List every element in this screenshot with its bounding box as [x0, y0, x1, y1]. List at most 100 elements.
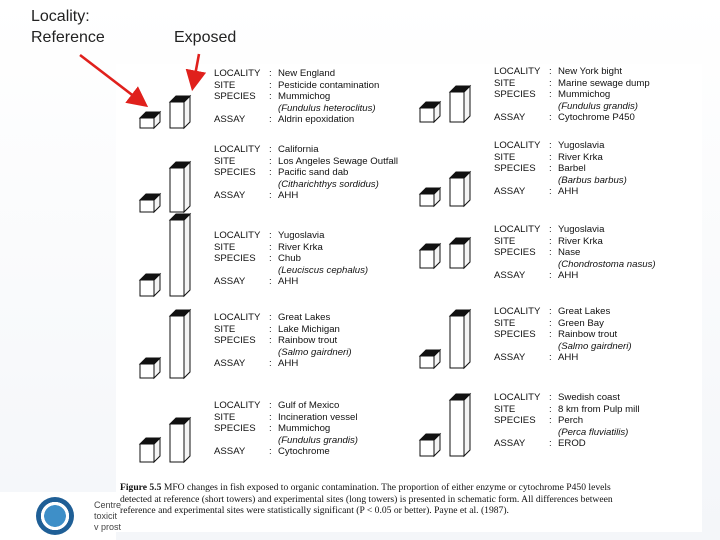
- colon: :: [549, 151, 552, 163]
- species-label: SPECIES: [494, 163, 536, 175]
- locality-label: LOCALITY: [214, 312, 261, 323]
- species-row: SPECIES:Rainbow trout: [214, 335, 352, 347]
- species-row: SPECIES:Nase: [494, 247, 656, 259]
- caption-line-1: MFO changes in fish exposed to organic c…: [163, 482, 611, 493]
- scientific-name: (Barbus barbus): [558, 174, 627, 186]
- site-value: Lake Michigan: [278, 323, 340, 335]
- reference-tower: [418, 186, 442, 208]
- locality-row: LOCALITY:Swedish coast: [494, 392, 640, 404]
- species-value: Mummichog: [278, 91, 331, 103]
- colon: :: [269, 411, 272, 423]
- species-value: Barbel: [558, 163, 586, 175]
- locality-value: Yugoslavia: [558, 140, 605, 151]
- locality-value: Swedish coast: [558, 392, 620, 403]
- colon: :: [269, 400, 272, 411]
- site-label: SITE: [214, 323, 236, 335]
- assay-value: Cytochrome P450: [558, 112, 635, 124]
- site-row: SITE:River Krka: [494, 236, 656, 248]
- species-label: SPECIES: [494, 415, 536, 427]
- assay-row: ASSAY:AHH: [214, 358, 352, 370]
- assay-label: ASSAY: [214, 276, 246, 288]
- reference-tower: [418, 242, 442, 270]
- figure-caption: Figure 5.5 MFO changes in fish exposed t…: [120, 482, 700, 517]
- assay-row: ASSAY:AHH: [214, 190, 398, 202]
- colon: :: [549, 66, 552, 77]
- locality-row: LOCALITY:New England: [214, 68, 379, 80]
- assay-label: ASSAY: [214, 190, 246, 202]
- colon: :: [269, 358, 272, 370]
- scientific-name: (Chondrostoma nasus): [558, 258, 656, 270]
- locality-value: Yugoslavia: [558, 224, 605, 235]
- locality-value: California: [278, 144, 319, 155]
- site-label: SITE: [494, 235, 516, 247]
- species-row: SPECIES:Perch: [494, 415, 640, 427]
- colon: :: [549, 352, 552, 364]
- site-label: SITE: [214, 241, 236, 253]
- assay-row: ASSAY:Aldrin epoxidation: [214, 114, 379, 126]
- colon: :: [549, 415, 552, 427]
- site-value: Green Bay: [558, 317, 604, 329]
- site-label: SITE: [214, 411, 236, 423]
- species-row: SPECIES:Rainbow trout: [494, 329, 632, 341]
- caption-line-2: detected at reference (short towers) and…: [120, 493, 613, 505]
- assay-row: ASSAY:AHH: [494, 270, 656, 282]
- assay-label: ASSAY: [494, 186, 526, 198]
- colon: :: [269, 241, 272, 253]
- footer-text-1: Centre: [94, 500, 122, 510]
- footer-text-3: v prost: [94, 522, 122, 532]
- exposed-tower: [168, 94, 192, 130]
- locality-label: LOCALITY: [214, 144, 261, 155]
- assay-row: ASSAY:AHH: [494, 352, 632, 364]
- caption-label: Figure 5.5: [120, 482, 162, 493]
- exposed-tower: [448, 308, 472, 370]
- site-row: SITE:Lake Michigan: [214, 324, 352, 336]
- site-label: SITE: [494, 317, 516, 329]
- assay-row: ASSAY:Cytochrome: [214, 446, 358, 458]
- site-label: SITE: [494, 151, 516, 163]
- reference-tower: [418, 100, 442, 124]
- locality-value: Great Lakes: [278, 312, 331, 323]
- locality-value: Yugoslavia: [278, 230, 325, 241]
- locality-label: LOCALITY: [494, 224, 541, 235]
- site-label: SITE: [214, 155, 236, 167]
- species-value: Rainbow trout: [278, 335, 338, 347]
- colon: :: [549, 317, 552, 329]
- colon: :: [269, 91, 272, 103]
- colon: :: [269, 253, 272, 265]
- assay-label: ASSAY: [494, 352, 526, 364]
- locality-label: LOCALITY: [214, 230, 261, 241]
- species-row: SPECIES:Mummichog: [214, 91, 379, 103]
- assay-row: ASSAY:Cytochrome P450: [494, 112, 650, 124]
- colon: :: [269, 276, 272, 288]
- towers-layer: [138, 84, 472, 464]
- site-value: River Krka: [278, 241, 323, 253]
- species-label: SPECIES: [494, 247, 536, 259]
- species-value: Pacific sand dab: [278, 167, 349, 179]
- exposed-tower: [168, 160, 192, 214]
- reference-tower: [138, 110, 162, 130]
- assay-row: ASSAY:EROD: [494, 438, 640, 450]
- locality-value: Gulf of Mexico: [278, 400, 340, 411]
- colon: :: [549, 306, 552, 317]
- site-value: Pesticide contamination: [278, 79, 380, 91]
- scientific-name: (Salmo gairdneri): [558, 340, 632, 352]
- species-row: SPECIES:Chub: [214, 253, 368, 265]
- site-value: Incineration vessel: [278, 411, 358, 423]
- assay-value: AHH: [278, 190, 299, 202]
- assay-value: Aldrin epoxidation: [278, 114, 355, 126]
- site-value: 8 km from Pulp mill: [558, 403, 640, 415]
- scientific-name: (Fundulus heteroclitus): [278, 102, 376, 114]
- colon: :: [549, 329, 552, 341]
- assay-label: ASSAY: [214, 114, 246, 126]
- locality-value: New York bight: [558, 66, 622, 77]
- site-row: SITE:8 km from Pulp mill: [494, 404, 640, 416]
- locality-label: LOCALITY: [494, 392, 541, 403]
- reference-tower: [138, 192, 162, 214]
- reference-tower: [138, 436, 162, 464]
- footer-text-2: toxicit: [94, 511, 118, 521]
- site-value: Marine sewage dump: [558, 77, 650, 89]
